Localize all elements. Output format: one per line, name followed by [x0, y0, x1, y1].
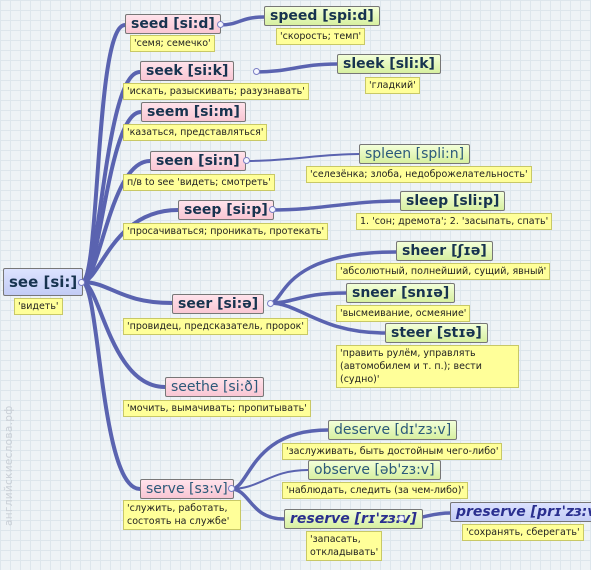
word-node-seen[interactable]: seen [si:n] — [150, 151, 246, 171]
word-node-sleek[interactable]: sleek [sli:k] — [337, 54, 441, 74]
edge-seen-spleen — [245, 153, 360, 162]
translation-observe: 'наблюдать, следить (за чем-либо)' — [282, 482, 469, 499]
edge-serve-deserve — [229, 428, 330, 491]
word-node-deserve[interactable]: deserve [dɪ'zɜ:v] — [328, 420, 458, 440]
translation-seep: 'просачиваться; проникать, протекать' — [123, 223, 329, 240]
junction-dot — [78, 279, 85, 286]
word-node-spleen[interactable]: spleen [spli:n] — [359, 144, 471, 164]
junction-dot — [228, 485, 235, 492]
translation-deserve: 'заслуживать, быть достойным чего-либо' — [282, 443, 503, 460]
edge-seer-sheer — [268, 250, 398, 305]
translation-sleep: 1. 'сон; дремота'; 2. 'засыпать, спать' — [356, 213, 553, 230]
word-node-see[interactable]: see [si:] — [3, 268, 84, 296]
translation-seer: 'провидец, предсказатель, пророк' — [123, 318, 309, 335]
translation-seed: 'семя; семечко' — [130, 35, 215, 52]
edge-seer-steer — [268, 301, 387, 335]
translation-spleen: 'селезёнка; злоба, недоброжелательность' — [306, 166, 532, 183]
edge-seek-sleek — [254, 62, 339, 74]
word-node-seem[interactable]: seem [si:m] — [141, 102, 246, 122]
edge-serve-reserve — [229, 487, 286, 521]
edge-seed-speed — [218, 15, 266, 27]
translation-seem: 'казаться, представляться' — [123, 124, 268, 141]
edge-seep-sleep — [270, 199, 402, 212]
word-node-reserve[interactable]: reserve [rɪ'zɜ:v] — [284, 509, 423, 529]
word-node-sleep[interactable]: sleep [sli:p] — [400, 191, 506, 211]
edge-see-seer — [80, 280, 174, 305]
translation-sleek: 'гладкий' — [365, 77, 420, 94]
word-node-seed[interactable]: seed [si:d] — [125, 14, 221, 34]
translation-steer: 'править рулём, управлять (автомобилем и… — [336, 345, 519, 388]
word-node-speed[interactable]: speed [spi:d] — [264, 6, 380, 26]
translation-speed: 'скорость; темп' — [276, 28, 366, 45]
word-node-observe[interactable]: observe [əb'zɜ:v] — [308, 460, 441, 480]
edge-see-seed — [80, 23, 127, 284]
word-node-serve[interactable]: serve [sɜ:v] — [140, 479, 234, 499]
translation-seethe: 'мочить, вымачивать; пропитывать' — [123, 400, 311, 417]
translation-seek: 'искать, разыскивать; разузнавать' — [123, 83, 309, 100]
word-node-seethe[interactable]: seethe [si:ð] — [165, 377, 265, 397]
edge-serve-observe — [230, 469, 309, 490]
translation-reserve: 'запасать, откладывать' — [306, 531, 382, 561]
word-node-seer[interactable]: seer [si:ə] — [172, 294, 265, 314]
translation-serve: 'служить, работать, состоять на службе' — [123, 500, 241, 530]
junction-dot — [243, 157, 250, 164]
word-node-sneer[interactable]: sneer [snɪə] — [346, 283, 456, 303]
junction-dot — [267, 300, 274, 307]
word-node-sheer[interactable]: sheer [ʃɪə] — [396, 241, 493, 261]
junction-dot — [217, 21, 224, 28]
translation-sheer: 'абсолютный, полнейший, сущий, явный' — [336, 263, 551, 280]
translation-seen: п/в to see 'видеть; смотреть' — [123, 174, 275, 191]
word-node-steer[interactable]: steer [stɪə] — [385, 323, 488, 343]
junction-dot — [398, 515, 405, 522]
translation-see: 'видеть' — [14, 298, 63, 315]
translation-preserve: 'сохранять, сберегать' — [462, 524, 584, 541]
word-node-seep[interactable]: seep [si:p] — [178, 200, 274, 220]
word-node-seek[interactable]: seek [si:k] — [140, 61, 235, 81]
site-watermark: английскиеслова.рф — [3, 405, 15, 527]
word-node-preserve[interactable]: preserve [prɪ'zɜ:v] — [450, 502, 591, 522]
junction-dot — [269, 206, 276, 213]
junction-dot — [253, 68, 260, 75]
edge-see-serve — [80, 280, 142, 491]
translation-sneer: 'высмеивание, осмеяние' — [336, 305, 471, 322]
edge-see-seep — [80, 208, 180, 284]
